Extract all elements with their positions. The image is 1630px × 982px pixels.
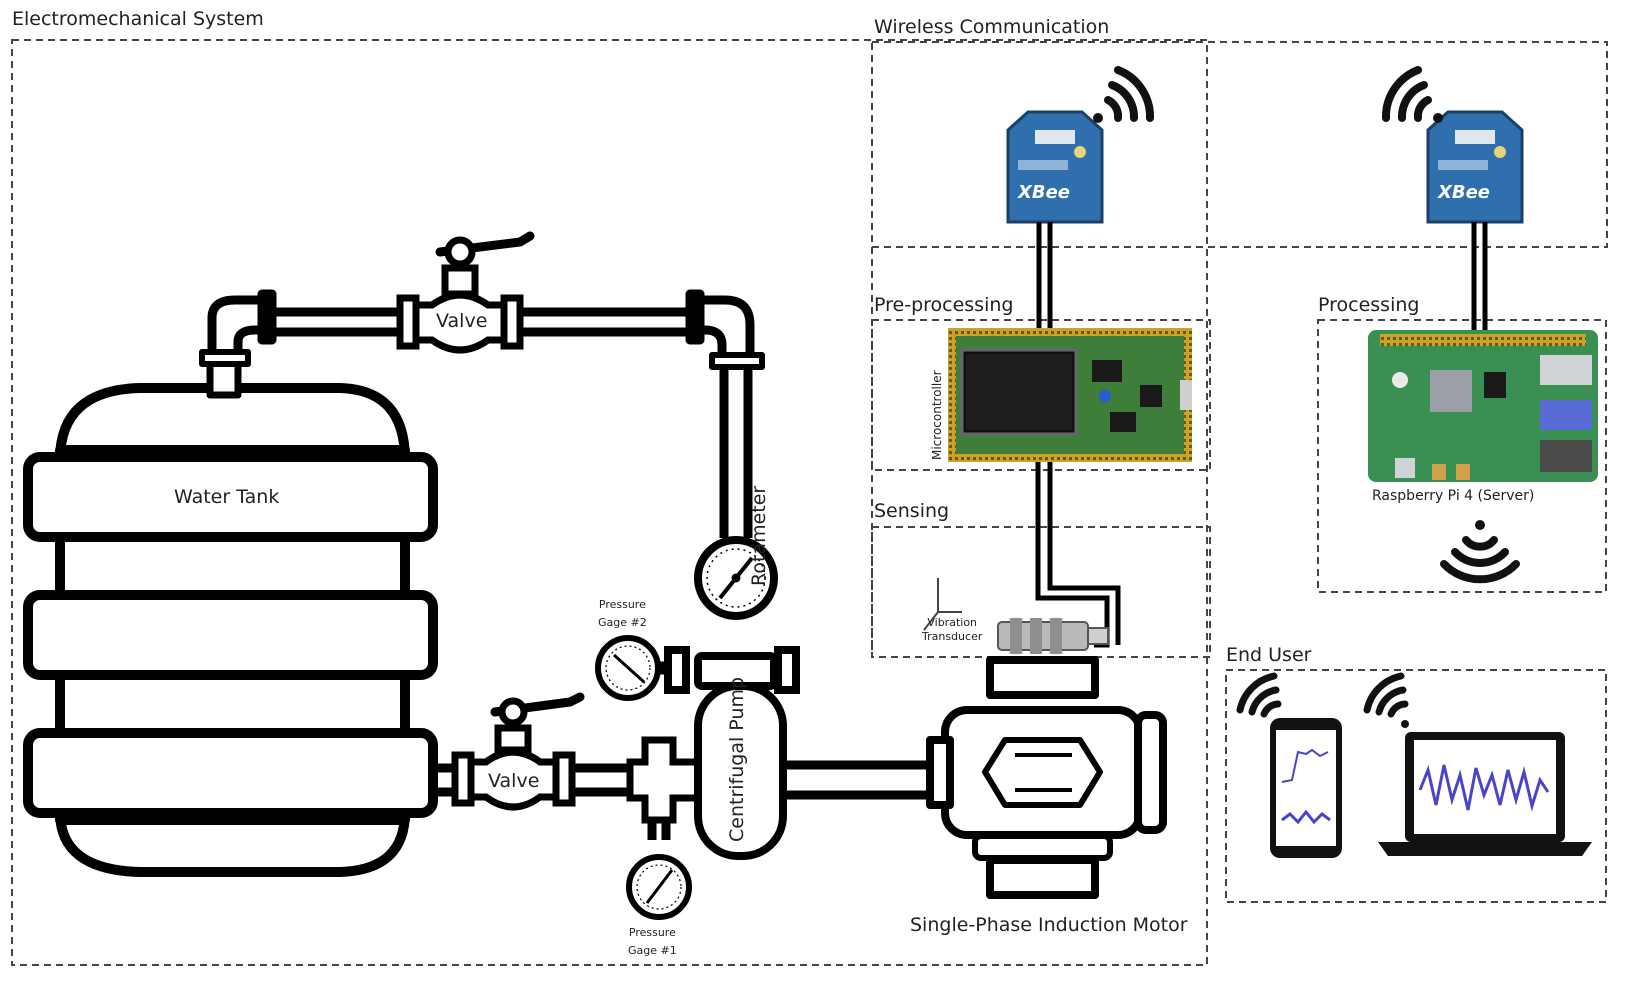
smartphone xyxy=(1270,718,1342,858)
valve-bottom xyxy=(451,692,585,811)
section-title-sensing: Sensing xyxy=(874,500,950,522)
section-title-wireless: Wireless Communication xyxy=(874,16,1110,38)
valve-top xyxy=(396,231,535,354)
processing-box xyxy=(1317,319,1607,593)
laptop-signal xyxy=(1418,764,1550,812)
wifi-icon-server xyxy=(1440,520,1520,584)
axes-icon xyxy=(923,578,962,631)
valve-top-label: Valve xyxy=(436,310,488,332)
vibration-transducer-label: Vibration Transducer xyxy=(922,616,983,643)
motor-label: Single-Phase Induction Motor xyxy=(910,914,1188,936)
tank-band-1 xyxy=(23,452,438,542)
wifi-icon-phone xyxy=(1236,672,1282,728)
valve-bottom-label: Valve xyxy=(488,770,540,792)
section-title-processing: Processing xyxy=(1318,294,1420,316)
pressure-gage-1-label: Pressure Gage #1 xyxy=(628,926,677,957)
vibration-transducer xyxy=(997,618,1109,654)
section-title-electromechanical: Electromechanical System xyxy=(12,8,264,30)
water-tank xyxy=(23,351,438,877)
water-tank-label: Water Tank xyxy=(174,486,280,508)
induction-motor xyxy=(926,656,1167,899)
section-title-preprocessing: Pre-processing xyxy=(874,294,1014,316)
microcontroller-label: Microcontroller xyxy=(930,370,944,460)
xbee-logo-right: XBee xyxy=(1438,182,1491,203)
raspberry-pi-label: Raspberry Pi 4 (Server) xyxy=(1372,488,1535,504)
rotameter-gauge xyxy=(694,536,778,620)
microcontroller-board xyxy=(948,328,1192,462)
tank-band-2 xyxy=(23,590,438,680)
wifi-icon-xbee-left xyxy=(1093,66,1155,123)
tank-bottom-dome xyxy=(55,807,410,877)
pressure-gage-1 xyxy=(626,854,692,920)
electromechanical-box xyxy=(11,39,1208,966)
raspberry-pi-board xyxy=(1368,330,1598,482)
centrifugal-pump xyxy=(664,646,800,860)
wifi-icon-xbee-right xyxy=(1381,66,1443,123)
wifi-icon-laptop xyxy=(1363,672,1409,728)
end-user-box xyxy=(1225,669,1607,903)
wireless-box xyxy=(871,41,1608,248)
phone-signal-1 xyxy=(1281,748,1329,783)
rotameter-label: Rotameter xyxy=(748,485,770,586)
bottom-tee xyxy=(626,736,704,824)
tank-top-dome xyxy=(55,383,410,465)
xbee-module-right xyxy=(1426,110,1524,224)
xbee-module-left xyxy=(1006,110,1104,224)
section-title-end-user: End User xyxy=(1226,644,1312,666)
centrifugal-pump-label: Centrifugal Pump xyxy=(726,676,748,842)
laptop xyxy=(1378,732,1592,856)
tank-band-3 xyxy=(23,728,438,818)
pressure-gage-2-label: Pressure Gage #2 xyxy=(598,598,647,629)
xbee-logo-left: XBee xyxy=(1018,182,1071,203)
pressure-gage-2 xyxy=(595,635,671,701)
phone-signal-2 xyxy=(1281,809,1331,825)
